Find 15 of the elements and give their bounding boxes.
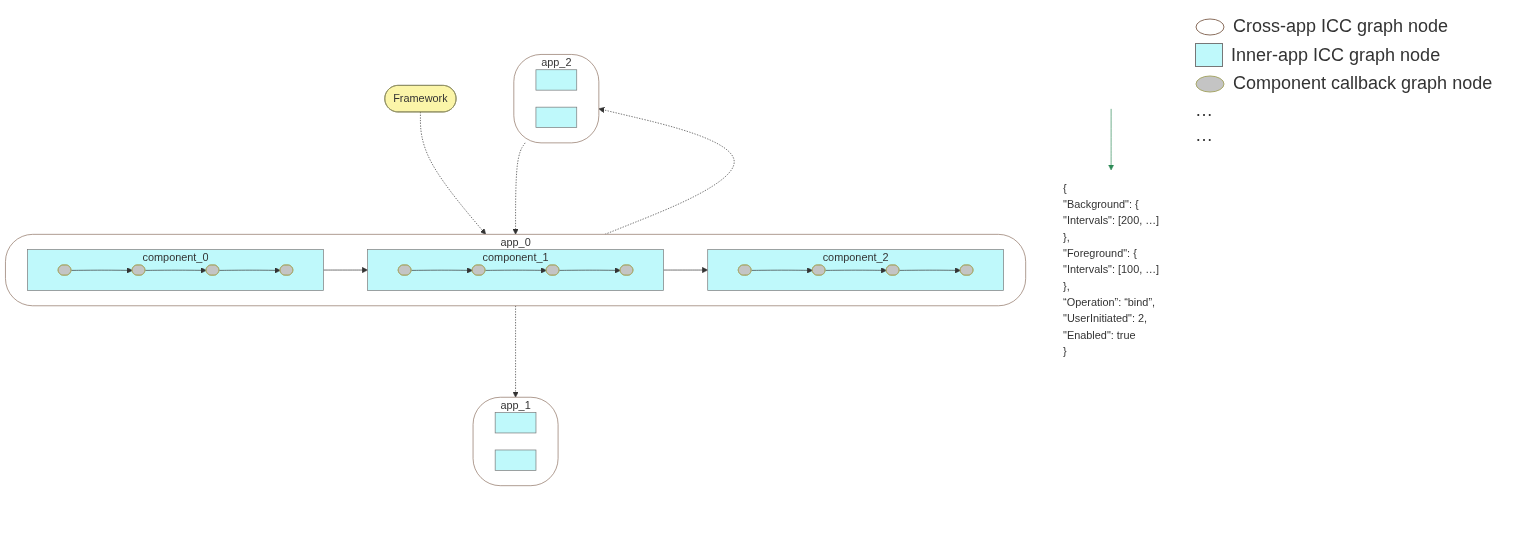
cluster: component_0 (27, 249, 324, 291)
node-box (494, 449, 537, 471)
cluster: component_1 (367, 249, 664, 291)
cluster: app_1 (472, 396, 559, 486)
node-box (494, 412, 537, 434)
cluster: app_2 (513, 54, 600, 144)
legend-text: Component callback graph node (1233, 73, 1493, 94)
node-box (535, 69, 578, 91)
node-text: { "Background": { "Intervals": [200, …] }, "Foreground": { "Intervals": [100, …] }, “Operation”: “bind”, "UserInitiated": 2, "Enabled": true } (1063, 182, 1160, 358)
legend-text: Cross-app ICC graph node (1233, 16, 1449, 37)
legend-text: Inner-app ICC graph node (1231, 44, 1441, 66)
ellipsis-label: … (1195, 100, 1214, 121)
node-box (535, 106, 578, 128)
ellipsis-label: … (1195, 125, 1214, 146)
cluster: component_2 (707, 249, 1004, 291)
